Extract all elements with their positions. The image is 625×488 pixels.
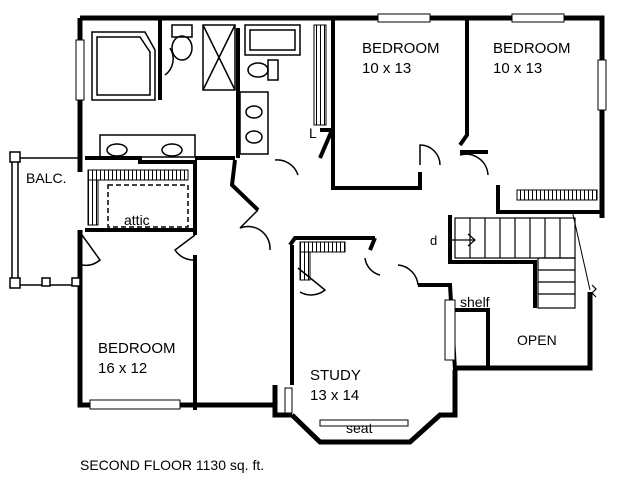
seat-label: seat <box>346 420 373 436</box>
bedroom-ne-left-size: 10 x 13 <box>362 60 411 77</box>
balcony <box>9 151 81 289</box>
bath-fixtures <box>91 24 301 158</box>
stair-down-label: d <box>430 233 437 248</box>
shelf-label: shelf <box>460 294 490 310</box>
open-label: OPEN <box>517 332 557 348</box>
stairs <box>448 209 597 309</box>
bedroom-sw-size: 16 x 12 <box>98 360 147 377</box>
study-name: STUDY <box>310 367 361 384</box>
balcony-label: BALC. <box>26 170 66 186</box>
attic-outline <box>107 184 189 228</box>
study-size: 13 x 14 <box>310 387 359 404</box>
attic-label: attic <box>124 212 150 228</box>
bedroom-ne-left-name: BEDROOM <box>362 40 440 57</box>
plan-caption: SECOND FLOOR 1130 sq. ft. <box>80 457 264 473</box>
bedroom-ne-right-name: BEDROOM <box>493 40 571 57</box>
closets <box>87 24 598 427</box>
room-labels: BEDROOM 10 x 13 BEDROOM 10 x 13 BEDROOM … <box>26 40 571 436</box>
windows <box>75 13 607 414</box>
door-swings <box>81 47 489 296</box>
bedroom-ne-right-size: 10 x 13 <box>493 60 542 77</box>
bedroom-sw-name: BEDROOM <box>98 340 176 357</box>
linen-label: L <box>309 125 317 141</box>
